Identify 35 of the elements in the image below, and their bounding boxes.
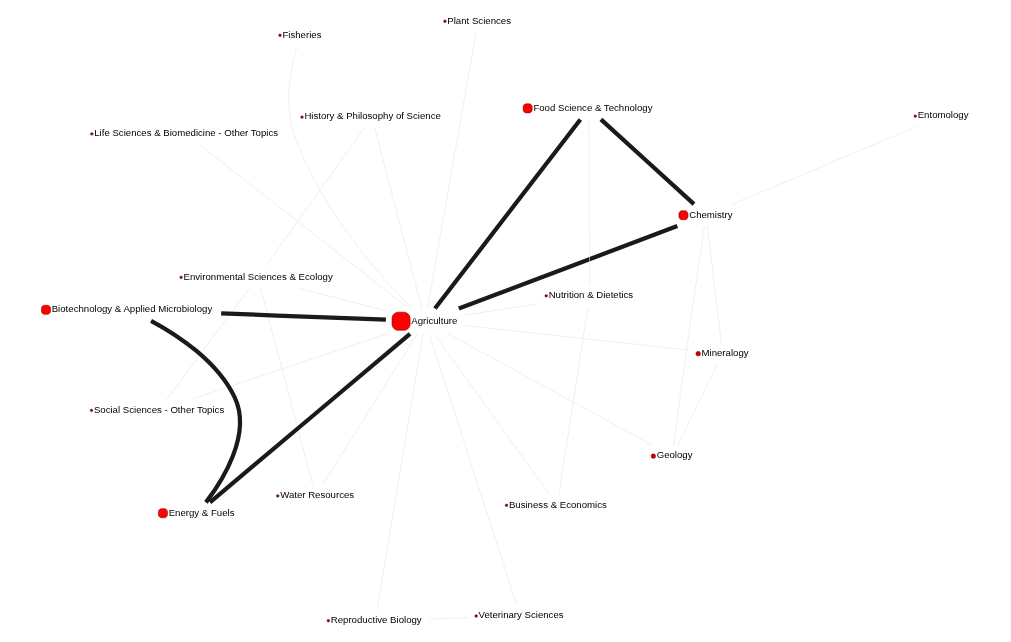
node-label: Geology <box>656 449 693 461</box>
node-label: Social Sciences - Other Topics <box>93 403 225 415</box>
node-label: Food Science & Technology <box>533 101 653 113</box>
connector <box>190 333 388 400</box>
node-label: Agriculture <box>411 314 458 326</box>
connector <box>221 311 386 322</box>
connector <box>433 118 583 310</box>
node-label: Plant Sciences <box>447 14 511 26</box>
connector <box>166 288 250 400</box>
connector <box>260 287 314 486</box>
node-label: Water Resources <box>280 489 355 501</box>
connector <box>599 117 696 206</box>
connector <box>288 46 413 309</box>
node-label: Environmental Sciences & Ecology <box>183 270 333 282</box>
connector <box>673 225 705 446</box>
node-label: Veterinary Sciences <box>478 609 564 621</box>
node-label: Nutrition & Dietetics <box>548 289 634 301</box>
node-label: Entomology <box>917 109 969 121</box>
connector <box>427 32 477 309</box>
connector <box>150 318 242 504</box>
connector <box>464 303 540 316</box>
connector <box>376 333 424 610</box>
node-label: Business & Economics <box>508 498 607 510</box>
connector <box>322 333 418 486</box>
node-label: Life Sciences & Biomedicine - Other Topics <box>94 127 279 139</box>
connector <box>208 332 412 504</box>
node-label: Energy & Fuels <box>168 506 235 518</box>
node-label: Fisheries <box>282 28 322 40</box>
node-label: Biotechnology & Applied Microbiology <box>51 303 213 315</box>
node-label: Chemistry <box>689 208 733 220</box>
connector <box>458 224 679 311</box>
connector <box>428 333 517 606</box>
node-label: History & Philosophy of Science <box>304 110 441 122</box>
node-label: Reproductive Biology <box>330 614 422 626</box>
node-label: Mineralogy <box>701 347 749 359</box>
